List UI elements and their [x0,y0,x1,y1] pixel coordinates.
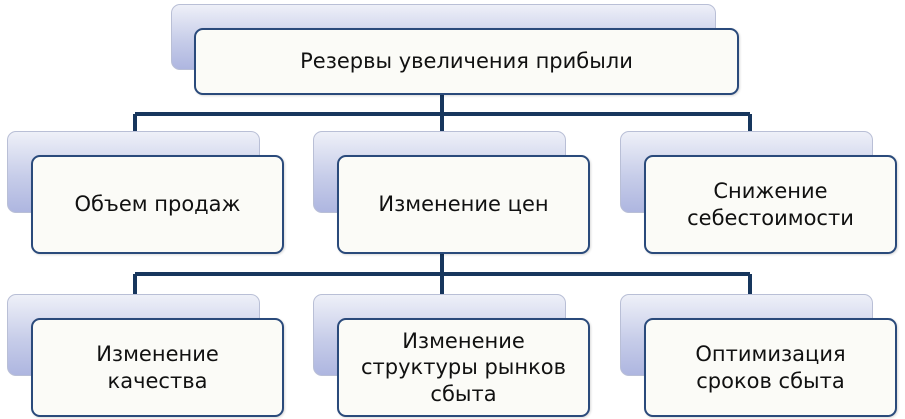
node-profit-reserves: Резервы увеличения прибыли [171,4,741,95]
node-cost-reduction: Снижение себестоимости [620,131,897,254]
node-label: Снижение себестоимости [687,179,854,230]
node-card: Изменение структуры рынков сбыта [337,318,590,417]
node-card: Снижение себестоимости [644,155,897,254]
node-label: Объем продаж [74,192,241,217]
node-sales-volume: Объем продаж [7,131,284,254]
node-sales-timing-optimization: Оптимизация сроков сбыта [620,294,897,417]
node-quality-change: Изменение качества [7,294,284,417]
node-label: Оптимизация сроков сбыта [695,342,846,393]
node-card: Объем продаж [31,155,284,254]
node-market-structure-change: Изменение структуры рынков сбыта [313,294,590,417]
node-price-change: Изменение цен [313,131,590,254]
node-label: Изменение структуры рынков сбыта [360,329,567,406]
node-card: Изменение цен [337,155,590,254]
node-card: Резервы увеличения прибыли [194,28,739,95]
node-label: Изменение цен [378,192,549,217]
node-label: Изменение качества [96,342,219,393]
node-card: Оптимизация сроков сбыта [644,318,897,417]
node-card: Изменение качества [31,318,284,417]
node-label: Резервы увеличения прибыли [300,49,633,74]
